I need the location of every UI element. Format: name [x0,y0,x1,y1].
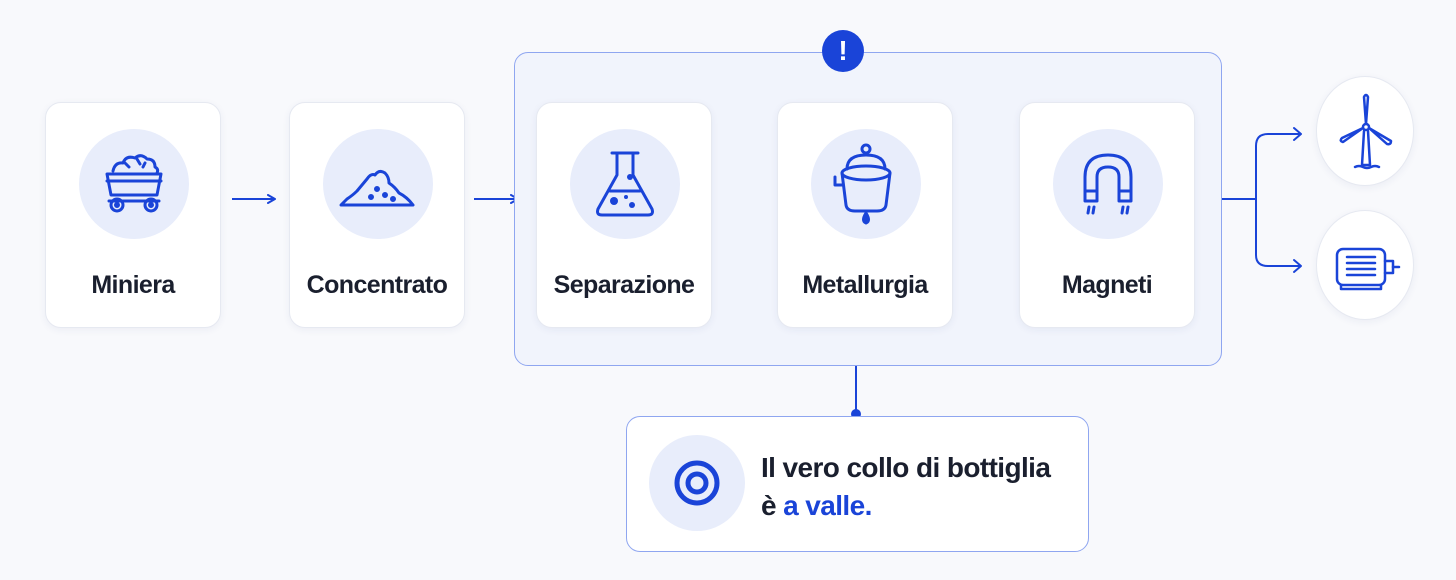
step-card-separazione: Separazione [536,102,712,328]
step-label: Magneti [1061,271,1153,299]
callout-text: Il vero collo di bottiglia è a valle. [761,449,1051,525]
target-icon [649,435,745,531]
output-electric-motor [1316,210,1414,320]
flask-icon [570,129,680,239]
callout-line1: Il vero collo di bottiglia [761,452,1051,483]
step-card-concentrato: Concentrato [289,102,465,328]
wind-turbine-icon [1339,93,1393,170]
bottleneck-callout: Il vero collo di bottiglia è a valle. [626,416,1089,552]
electric-motor-icon [1335,247,1401,291]
mine-cart-icon [79,129,189,239]
callout-line2-prefix: è [761,490,784,521]
magnet-icon [1053,129,1163,239]
step-label: Concentrato [306,271,448,299]
alert-icon: ! [822,30,864,72]
step-label: Metallurgia [802,271,928,299]
callout-accent: a valle. [783,490,872,521]
step-label: Separazione [553,271,695,299]
step-label: Miniera [91,271,175,299]
step-card-metallurgia: Metallurgia [777,102,953,328]
ore-pile-icon [323,129,433,239]
step-card-magneti: Magneti [1019,102,1195,328]
ladle-icon [811,129,921,239]
output-wind-turbine [1316,76,1414,186]
step-card-miniera: Miniera [45,102,221,328]
arrow-to-motor [1293,259,1302,273]
callout-line2: è a valle. [761,487,1050,525]
arrow-to-turbine [1293,127,1302,141]
